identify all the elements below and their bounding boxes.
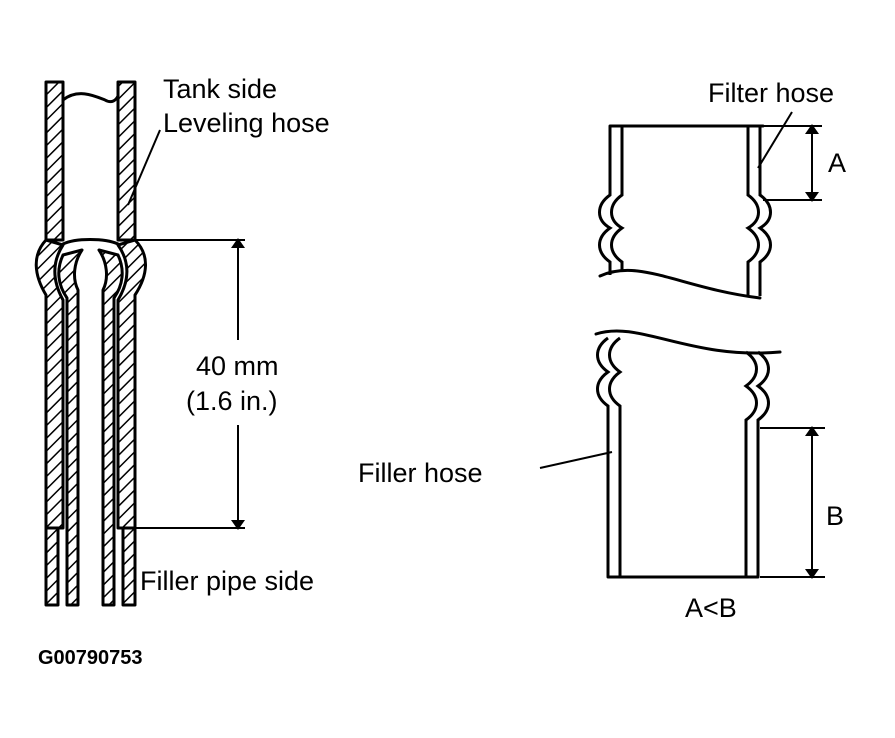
upper-hose-right-wall (116, 80, 137, 242)
upper-hose-left-wall (44, 80, 65, 242)
hose-bulge-left (34, 238, 65, 530)
upper-left-wall (598, 126, 613, 275)
lower-left-wall (596, 336, 611, 577)
a-less-than-b-label: A<B (685, 593, 737, 623)
filler-pipe-right-wall (97, 248, 124, 607)
leveling-hose-label: Leveling hose (163, 108, 330, 138)
dim-b-label: B (826, 501, 844, 531)
filler-pipe-left-wall (57, 248, 84, 607)
dimension-40mm-label: 40 mm (196, 351, 279, 381)
lower-right-inner (755, 350, 770, 577)
upper-right-wall (745, 126, 760, 296)
filter-hose-label: Filter hose (708, 78, 834, 108)
figure-code: G00790753 (38, 647, 143, 669)
lower-right-wall (743, 350, 758, 577)
leveling-hose-leader (127, 129, 161, 206)
dim-a-label: A (828, 148, 846, 178)
tank-side-label: Tank side (163, 74, 277, 104)
filler-pipe-side-label: Filler pipe side (140, 566, 314, 596)
filler-hose-label: Filler hose (358, 458, 483, 488)
upper-right-inner (757, 126, 772, 296)
filler-pipe-flare (61, 238, 120, 246)
upper-break-edge (598, 268, 762, 300)
filler-pipe-outer-right (121, 526, 137, 607)
filler-hose-leader (539, 451, 613, 469)
filler-pipe-outer-left (44, 526, 60, 607)
hose-cut-edge (61, 92, 120, 104)
filler-hose-comparison (539, 111, 825, 579)
lower-left-inner (608, 336, 623, 577)
dimension-inch-label: (1.6 in.) (186, 386, 278, 416)
lower-break-edge (594, 329, 782, 355)
leveling-hose-assembly (34, 80, 245, 607)
upper-left-inner (610, 126, 625, 270)
filter-hose-leader (757, 111, 793, 169)
